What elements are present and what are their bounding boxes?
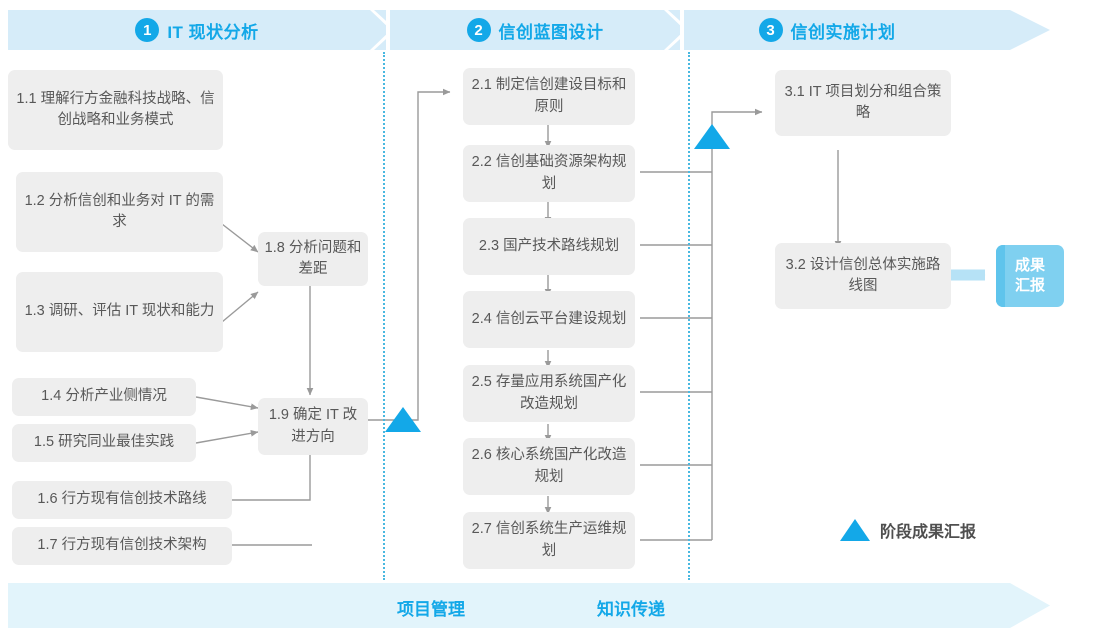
box-1-1[interactable]: 1.1 理解行方金融科技战略、信创战略和业务模式 [8,70,223,150]
divider-phase1-phase2 [383,52,385,580]
box-2-5[interactable]: 2.5 存量应用系统国产化改造规划 [463,365,635,422]
phase-title-3: 信创实施计划 [790,22,896,42]
phase-band-3[interactable]: 3 信创实施计划 [684,10,1050,50]
box-1-4[interactable]: 1.4 分析产业侧情况 [12,378,196,416]
triangle-icon [840,519,870,541]
phase-number-2: 2 [466,18,491,42]
phase-band-1[interactable]: 1 IT 现状分析 [8,10,386,50]
footer-item-knowledge-transfer[interactable]: 知识传递 [597,600,665,619]
footer-item-project-management[interactable]: 项目管理 [397,600,465,619]
result-badge[interactable]: 成果 汇报 [996,245,1064,307]
box-2-6[interactable]: 2.6 核心系统国产化改造规划 [463,438,635,495]
phase-number-1: 1 [135,18,160,42]
phase-band-2[interactable]: 2 信创蓝图设计 [390,10,680,50]
box-1-6[interactable]: 1.6 行方现有信创技术路线 [12,481,232,519]
legend-label: 阶段成果汇报 [880,524,977,541]
badge-label: 成果 汇报 [1014,256,1045,294]
box-2-7[interactable]: 2.7 信创系统生产运维规划 [463,512,635,569]
phase-title-1: IT 现状分析 [167,22,259,42]
footer-band [8,583,1050,628]
box-1-2[interactable]: 1.2 分析信创和业务对 IT 的需求 [16,172,223,252]
box-3-1[interactable]: 3.1 IT 项目划分和组合策略 [775,70,951,136]
box-1-8[interactable]: 1.8 分析问题和差距 [258,232,368,286]
divider-phase2-phase3 [688,52,690,580]
box-2-1[interactable]: 2.1 制定信创建设目标和原则 [463,68,635,125]
phase-title-2: 信创蓝图设计 [498,22,604,42]
milestone-triangle-phase2 [694,124,730,149]
box-2-2[interactable]: 2.2 信创基础资源架构规划 [463,145,635,202]
phase-number-3: 3 [758,18,783,42]
box-1-9[interactable]: 1.9 确定 IT 改进方向 [258,398,368,455]
badge-stripe [996,245,1005,307]
box-2-4[interactable]: 2.4 信创云平台建设规划 [463,291,635,348]
milestone-triangle-phase1 [385,407,421,432]
box-1-7[interactable]: 1.7 行方现有信创技术架构 [12,527,232,565]
box-2-3[interactable]: 2.3 国产技术路线规划 [463,218,635,275]
box-1-5[interactable]: 1.5 研究同业最佳实践 [12,424,196,462]
legend: 阶段成果汇报 [840,518,976,542]
box-3-2[interactable]: 3.2 设计信创总体实施路线图 [775,243,951,309]
box-1-3[interactable]: 1.3 调研、评估 IT 现状和能力 [16,272,223,352]
